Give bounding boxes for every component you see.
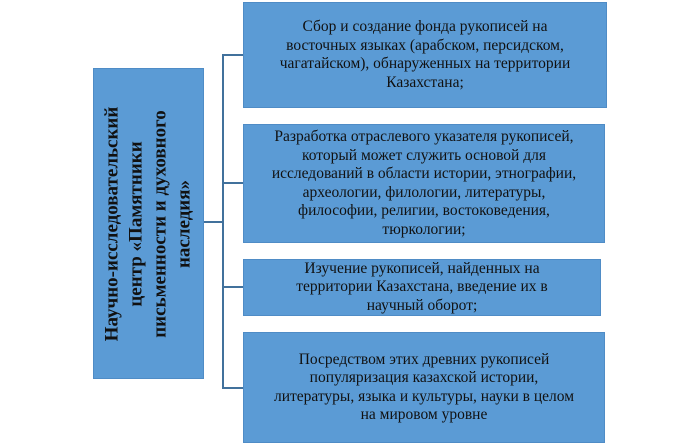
item-line: Казахстана; [386, 73, 464, 91]
center-title-line: Научно-исследовательский [101, 106, 123, 341]
item-line: Изучение рукописей, найденных на [304, 259, 540, 277]
item-text: Посредством этих древних рукописей попул… [274, 351, 574, 425]
item-line: Посредством этих древних рукописей [298, 350, 550, 368]
item-line: тюркологии; [382, 220, 466, 238]
connector-branch-1 [222, 54, 243, 56]
connector-branch-2 [222, 182, 243, 184]
item-box-index: Разработка отраслевого указателя рукопис… [243, 124, 605, 243]
item-box-popularization: Посредством этих древних рукописей попул… [243, 332, 605, 443]
center-title-line: центр «Памятники [125, 140, 147, 307]
center-title-line: наследия» [173, 179, 195, 268]
item-line: который может служить основой для [302, 146, 546, 164]
item-line: чагатайском), обнаруженных на территории [279, 55, 571, 72]
item-line: философии, религии, востоковедения, [298, 202, 550, 219]
item-line: Сбор и создание фонда рукописей на [302, 18, 548, 35]
item-box-collection: Сбор и создание фонда рукописей на восто… [243, 2, 607, 108]
item-line: территории Казахстана, введение их в [296, 278, 548, 296]
item-box-study: Изучение рукописей, найденных на террито… [243, 259, 601, 316]
connector-branch-4 [222, 387, 243, 389]
item-line: на мировом уровне [360, 406, 488, 423]
item-line: популяризация казахской истории, [309, 369, 539, 386]
item-line: научный оборот; [366, 296, 478, 314]
center-title: Научно-исследовательский центр «Памятник… [101, 106, 197, 341]
connector-trunk [204, 221, 224, 223]
item-line: восточных языках (арабском, персидском, [286, 36, 564, 54]
item-line: исследований в области истории, этнограф… [271, 165, 577, 182]
connector-branch-3 [222, 286, 243, 288]
item-line: Разработка отраслевого указателя рукопис… [274, 128, 574, 145]
connector-vertical [222, 54, 224, 389]
center-box: Научно-исследовательский центр «Памятник… [93, 68, 204, 379]
item-line: литературы, языка и культуры, науки в це… [273, 387, 575, 405]
item-text: Сбор и создание фонда рукописей на восто… [280, 18, 571, 92]
item-line: археологии, филологии, литературы, [302, 183, 546, 201]
item-text: Разработка отраслевого указателя рукопис… [272, 128, 576, 239]
item-text: Изучение рукописей, найденных на террито… [296, 260, 548, 316]
center-title-line: письменности и духовного [149, 109, 171, 338]
